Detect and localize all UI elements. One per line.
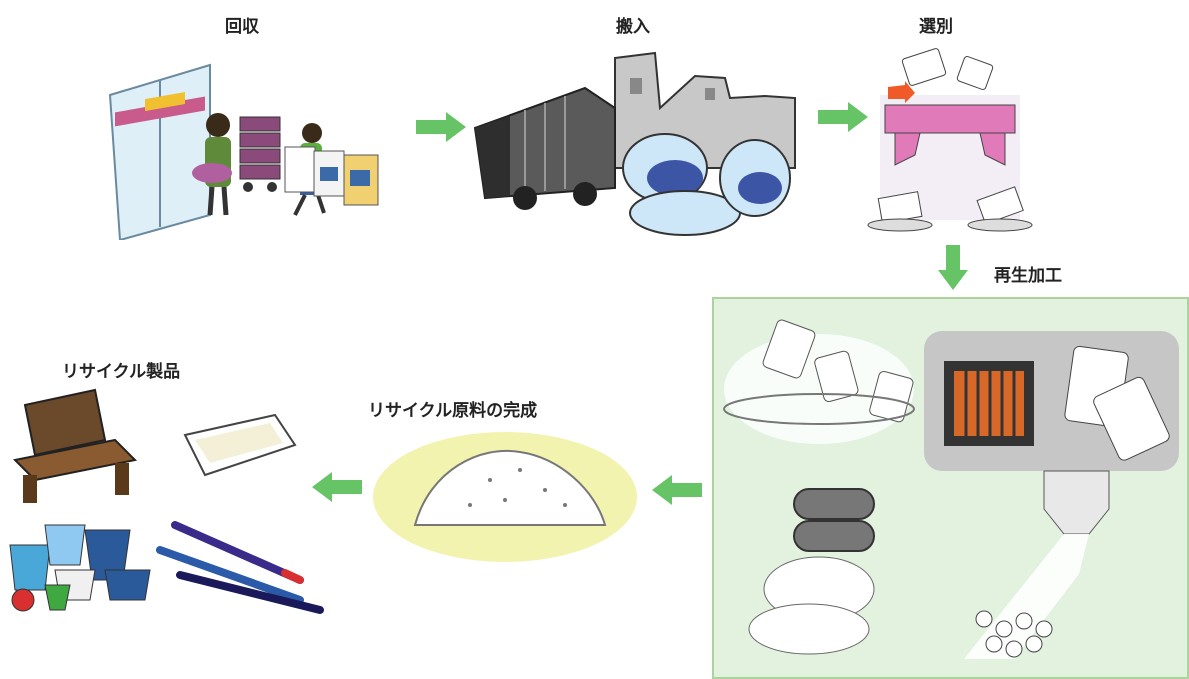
recycled-products-illustration xyxy=(5,385,335,620)
store-collection-illustration xyxy=(100,55,400,240)
step-label-products: リサイクル製品 xyxy=(62,362,181,382)
transport-illustration xyxy=(465,48,800,238)
bench-illustration xyxy=(12,388,138,503)
reprocessing-panel xyxy=(712,297,1189,679)
flow-arrow-down xyxy=(938,245,968,290)
step-label-transport: 搬入 xyxy=(616,17,650,37)
step-label-sorting: 選別 xyxy=(919,17,953,37)
heater-illustration xyxy=(944,361,1034,446)
shredder-illustration xyxy=(748,488,875,655)
plant-pots-illustration xyxy=(9,524,151,612)
flow-arrow-right-2 xyxy=(818,102,868,132)
step-label-collection: 回収 xyxy=(225,17,259,37)
garbage-truck-illustration xyxy=(473,86,616,210)
flow-arrow-left-2 xyxy=(312,472,362,502)
pellet-hopper-illustration xyxy=(964,470,1110,659)
garbage-bag-icon xyxy=(622,133,791,236)
food-tray-illustration xyxy=(183,413,297,477)
marker-pens-illustration xyxy=(156,521,324,614)
raw-material-pile-illustration xyxy=(370,430,640,565)
sorting-machine-illustration xyxy=(860,45,1040,240)
step-label-raw-material: リサイクル原料の完成 xyxy=(368,401,538,421)
flow-arrow-right-1 xyxy=(416,112,466,142)
step-label-reprocessing: 再生加工 xyxy=(994,266,1062,286)
flow-arrow-left-1 xyxy=(652,475,702,505)
